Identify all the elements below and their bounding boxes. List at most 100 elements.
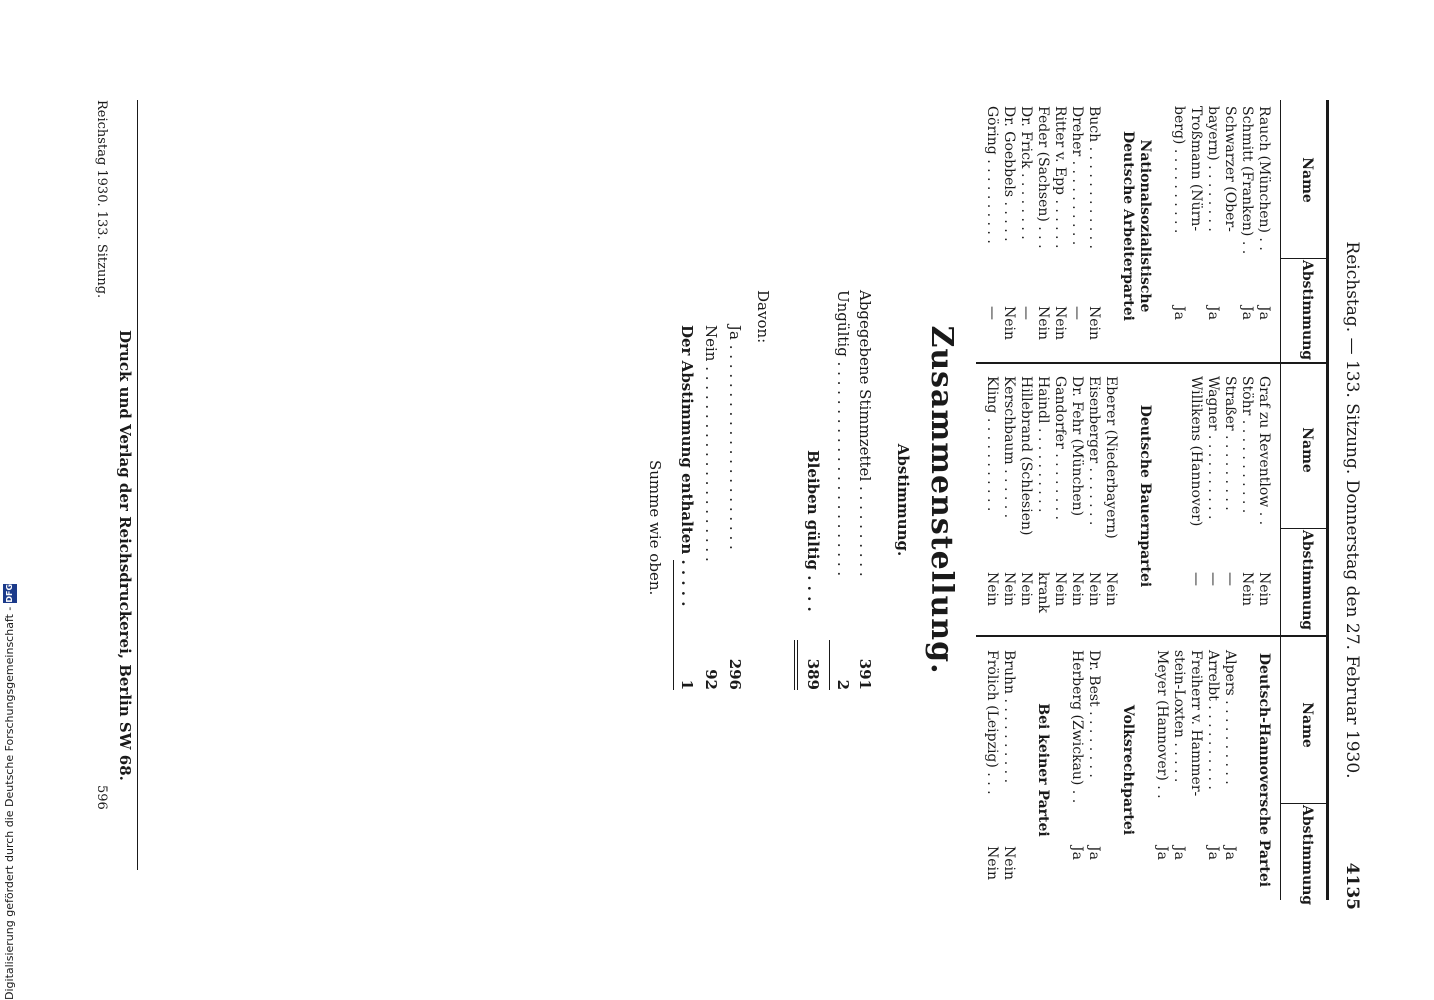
member-vote: Nein	[1086, 572, 1102, 607]
table-row: Freiherr v. Hammer-	[1187, 650, 1205, 900]
table-top-rule	[1326, 100, 1329, 900]
table-row: berg) . . . . . . . . . .Ja	[1170, 106, 1188, 356]
table-row: Hillebrand (Schlesien) Nein	[1017, 376, 1035, 626]
header-text: Reichstag. — 133. Sitzung. Donnerstag de…	[1342, 241, 1362, 779]
member-name: Dr. Goebbels . . . . .	[1001, 106, 1017, 242]
party-heading: Deutsch-Hannoversche Partei	[1256, 652, 1272, 888]
member-name: Eberer (Niederbayern)	[1103, 376, 1119, 539]
table-row: Dr. Best . . . . . . . .Ja	[1085, 650, 1103, 900]
table-row: Willikens (Hannover) —	[1187, 376, 1205, 626]
table-row: Kling . . . . . . . . . . . Nein	[983, 376, 1001, 626]
summary-label: Nein . . . . . . . . . . . . . . . . . .…	[702, 325, 720, 562]
member-vote: Ja	[1205, 306, 1221, 320]
member-vote: Nein	[1239, 572, 1255, 607]
table-row: Alpers . . . . . . . . . .Ja	[1221, 650, 1239, 900]
column-divider	[976, 635, 1326, 637]
summary-label: Abgegebene Stimmzettel . . . . . . . . .…	[856, 290, 874, 577]
member-name: Rauch (München) . .	[1256, 106, 1272, 251]
member-vote: —	[1222, 572, 1238, 586]
member-vote: —	[984, 306, 1000, 320]
column-header-name: Name	[1299, 157, 1315, 203]
table-row: Feder (Sachsen) . . .Nein	[1034, 106, 1052, 356]
summary-subtitle: Abstimmung.	[894, 443, 912, 557]
member-vote: Ja	[1256, 306, 1272, 320]
column-divider	[976, 362, 1326, 364]
member-vote: —	[1018, 306, 1034, 320]
table-row: Meyer (Hannover) . .Ja	[1153, 650, 1171, 900]
member-name: Straßer . . . . . . . . .	[1222, 376, 1238, 511]
member-name: Hillebrand (Schlesien)	[1018, 376, 1034, 536]
table-column-1: Rauch (München) . . Ja Schmitt (Franken) .…	[973, 106, 1273, 356]
table-row: Rauch (München) . . Ja	[1255, 106, 1273, 356]
footer-rule	[137, 100, 138, 870]
member-vote: Nein	[1052, 572, 1068, 607]
member-name: Eisenberger . . . . . . .	[1086, 376, 1102, 526]
column-divider	[1281, 803, 1326, 804]
table-row: bayern) . . . . . . . .Ja	[1204, 106, 1222, 356]
table-row	[1119, 376, 1137, 626]
table-row: Graf zu Reventlow . .Nein	[1255, 376, 1273, 626]
imprint: Druck und Verlag der Reichsdruckerei, Be…	[116, 330, 134, 781]
summary-value: 389	[804, 658, 822, 690]
member-vote: Nein	[1001, 846, 1017, 881]
member-vote: Ja	[1222, 846, 1238, 860]
member-name: Freiherr v. Hammer-	[1188, 650, 1204, 797]
vote-table: Name Abstimmung Name Abstimmung Name Abs…	[969, 100, 1329, 906]
summary-value: 296	[726, 658, 744, 690]
column-header-vote: Abstimmung	[1299, 805, 1315, 906]
member-vote: krank	[1035, 572, 1051, 614]
party-heading: Nationalsozialistische	[1137, 139, 1153, 313]
member-name: Göring . . . . . . . . . .	[984, 106, 1000, 244]
table-row: Buch . . . . . . . . . . . .Nein	[1085, 106, 1103, 356]
digitisation-note: Digitalisierung gefördert durch die Deut…	[0, 583, 20, 1000]
column-header-name: Name	[1299, 427, 1315, 473]
member-vote: —	[1188, 572, 1204, 586]
double-rule	[797, 640, 798, 690]
summary-value: 1	[678, 679, 696, 690]
member-name: Willikens (Hannover)	[1188, 376, 1204, 527]
member-vote: Nein	[1018, 572, 1034, 607]
table-row: Bruhn . . . . . . . . . . Nein	[1000, 650, 1018, 900]
table-row	[1238, 650, 1256, 900]
member-name: Bruhn . . . . . . . . . .	[1001, 650, 1017, 784]
member-vote: Ja	[1171, 846, 1187, 860]
member-name: Schwarzer (Ober-	[1222, 106, 1238, 232]
table-row: Herberg (Zwickau) . .Ja	[1068, 650, 1086, 900]
member-name: Feder (Sachsen) . . .	[1035, 106, 1051, 249]
summary-label: Der Abstimmung enthalten . . . . .	[678, 325, 696, 607]
party-heading: Bei keiner Partei	[1035, 703, 1051, 837]
member-name: Herberg (Zwickau) . .	[1069, 650, 1085, 804]
member-vote: Nein	[1052, 306, 1068, 341]
member-vote: Nein	[1069, 572, 1085, 607]
member-vote: Nein	[984, 572, 1000, 607]
table-row	[1102, 650, 1120, 900]
footer-right: 596	[94, 785, 109, 810]
summary-value: 391	[856, 658, 874, 690]
member-name: Schmitt (Franken) . .	[1239, 106, 1255, 255]
table-row: Dr. Goebbels . . . . .Nein	[1000, 106, 1018, 356]
table-row: Dr. Frick . . . . . . . .—	[1017, 106, 1035, 356]
member-name: Kerschbaum . . . . . .	[1001, 376, 1017, 519]
table-row: Frölich (Leipzig) . . .Nein	[983, 650, 1001, 900]
member-name: Arrelbt . . . . . . . . . .	[1205, 650, 1221, 790]
column-header-vote: Abstimmung	[1299, 530, 1315, 631]
party-heading: Volksrechtpartei	[1120, 704, 1136, 836]
member-name: Dr. Best . . . . . . . .	[1086, 650, 1102, 778]
member-vote: Ja	[1205, 846, 1221, 860]
table-row: Arrelbt . . . . . . . . . . Ja	[1204, 650, 1222, 900]
page-number: 4135	[1342, 862, 1362, 910]
table-row: Straßer . . . . . . . . . —	[1221, 376, 1239, 626]
table-row: Dr. Fehr (München)Nein	[1068, 376, 1086, 626]
table-row: Eisenberger . . . . . . . Nein	[1085, 376, 1103, 626]
party-heading: Deutsche Arbeiterpartei	[1120, 131, 1136, 321]
dfg-logo-icon: DFG	[3, 583, 17, 603]
column-header-vote: Abstimmung	[1299, 260, 1315, 361]
sum-rule	[673, 560, 674, 690]
member-vote: Ja	[1239, 306, 1255, 320]
member-name: Kling . . . . . . . . . . .	[984, 376, 1000, 512]
digitisation-note-text: Digitalisierung gefördert durch die Deut…	[3, 606, 16, 1000]
member-vote: Nein	[984, 846, 1000, 881]
summary-title: Zusammenstellung.	[924, 325, 959, 675]
table-row: Eberer (Niederbayern)Nein	[1102, 376, 1120, 626]
